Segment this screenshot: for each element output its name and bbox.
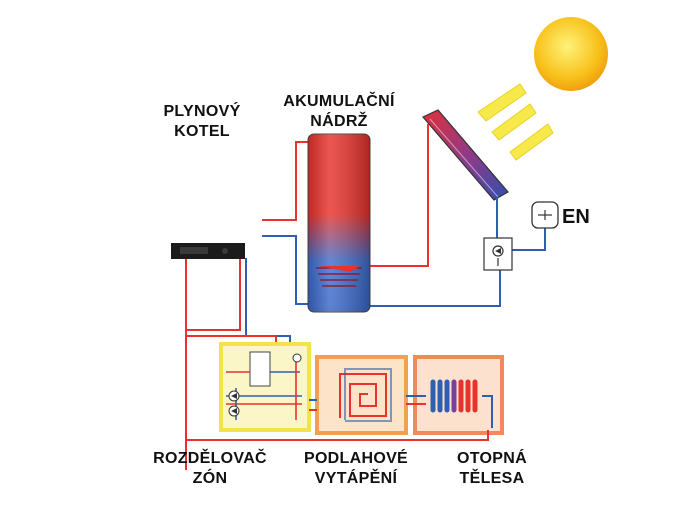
manifold-label-line2: ZÓN: [192, 470, 228, 487]
pump-icon: [483, 237, 513, 271]
tank-label: AKUMULAČNÍ NÁDRŽ: [280, 92, 398, 132]
gas-boiler-icon: [171, 243, 245, 259]
floor-heating-label-line1: PODLAHOVÉ: [303, 450, 409, 467]
radiators-label-line2: TĚLESA: [459, 470, 525, 487]
floor-heating-box: [309, 355, 408, 435]
floor-heating-label: PODLAHOVÉ VYTÁPĚNÍ: [294, 449, 418, 489]
manifold-box: [219, 342, 311, 432]
radiator-box: [406, 355, 504, 435]
boiler-label-line1: PLYNOVÝ: [163, 103, 241, 120]
solar-collector-icon: [422, 109, 509, 201]
floor-heating-label-line2: VYTÁPĚNÍ: [314, 470, 398, 487]
accumulation-tank: [307, 133, 371, 313]
manifold-label-line1: ROZDĚLOVAČ: [153, 450, 267, 467]
expansion-vessel-icon: [531, 201, 559, 229]
radiators-label: OTOPNÁ TĚLESA: [440, 449, 544, 489]
sun-ray-icon: [477, 83, 554, 161]
expansion-vessel-label: EN: [562, 206, 590, 228]
radiators-label-line1: OTOPNÁ: [457, 450, 527, 467]
sun-icon: [534, 17, 608, 91]
boiler-label: PLYNOVÝ KOTEL: [152, 102, 252, 142]
tank-label-line1: AKUMULAČNÍ: [283, 93, 395, 110]
tank-label-line2: NÁDRŽ: [310, 113, 368, 130]
manifold-label: ROZDĚLOVAČ ZÓN: [146, 449, 274, 489]
boiler-label-line2: KOTEL: [174, 123, 230, 140]
